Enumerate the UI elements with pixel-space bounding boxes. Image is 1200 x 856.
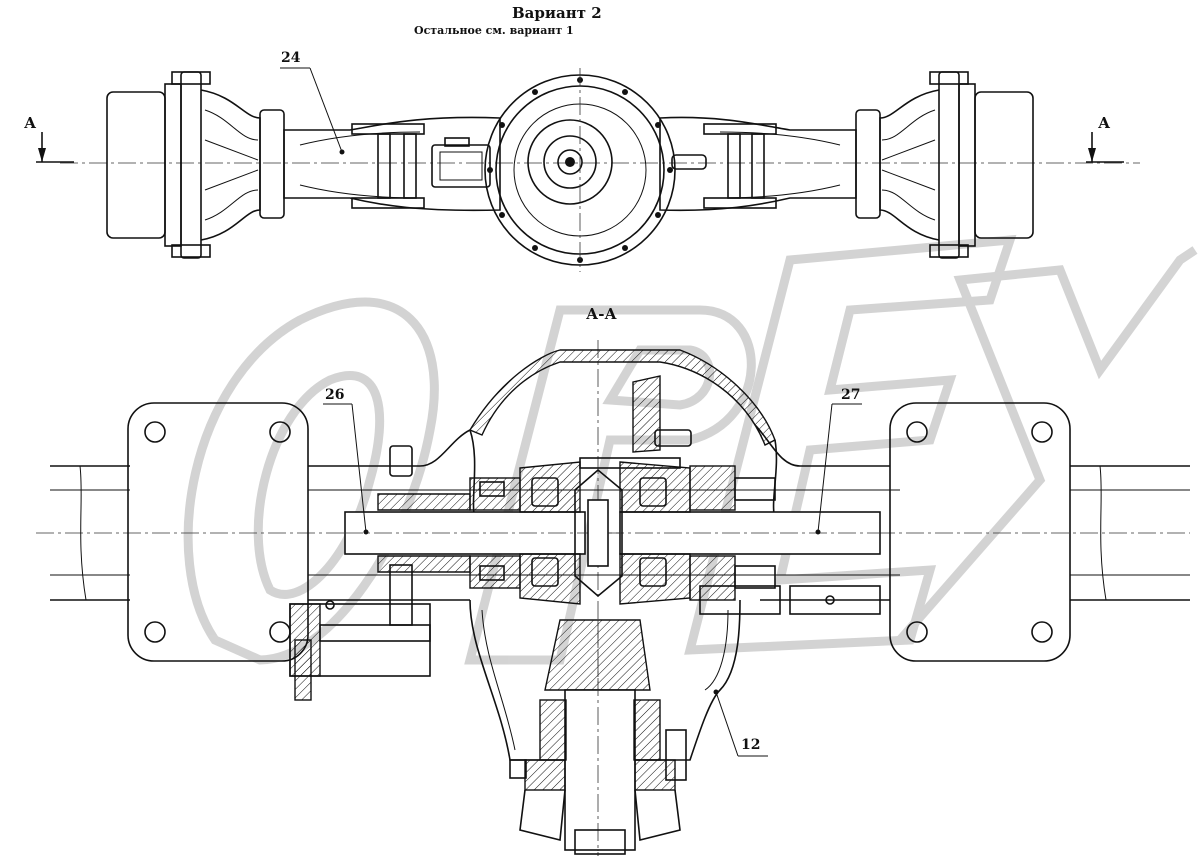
drawing-title: Вариант 2 bbox=[512, 4, 602, 22]
cut-label-right: А bbox=[1098, 114, 1111, 132]
section-view bbox=[36, 340, 1190, 856]
position-label-26: 26 bbox=[325, 387, 345, 403]
position-label-24: 24 bbox=[281, 50, 301, 66]
drawing-note: Остальное см. вариант 1 bbox=[414, 24, 574, 37]
watermark bbox=[183, 234, 1198, 665]
cut-label-left: А bbox=[24, 114, 37, 132]
top-view-axle bbox=[60, 67, 1140, 272]
position-label-12: 12 bbox=[741, 737, 761, 753]
section-label: А-А bbox=[586, 305, 617, 323]
section-cut-marks bbox=[36, 132, 1124, 163]
position-label-27: 27 bbox=[841, 387, 861, 403]
